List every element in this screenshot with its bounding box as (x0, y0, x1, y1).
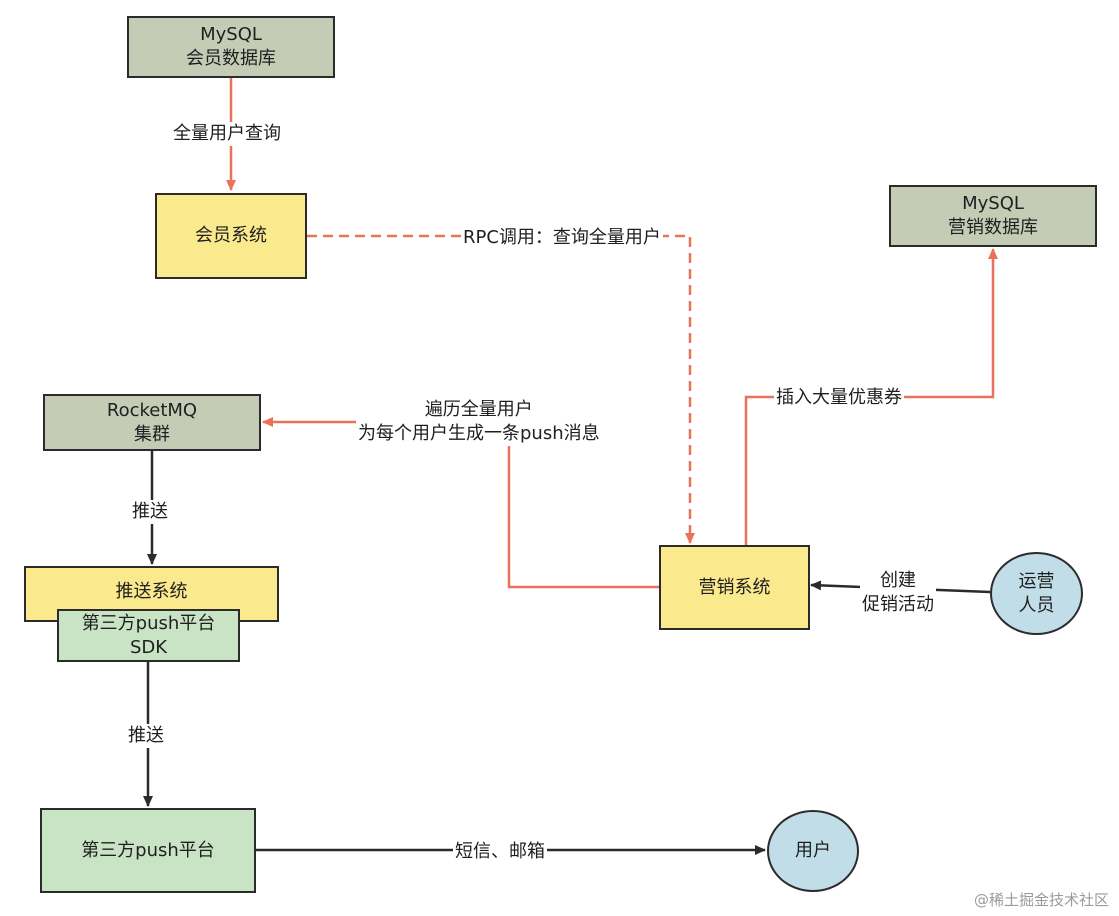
push-platform: 第三方push平台 (40, 808, 256, 893)
label-full-query: 全量用户查询 (171, 122, 283, 146)
operator-line2: 人员 (1018, 594, 1055, 616)
label-push-2: 推送 (126, 724, 166, 748)
mysql-marketing-db-line1: MySQL (962, 193, 1024, 214)
label-create-promotion: 创建 促销活动 (860, 569, 936, 617)
label-rpc-call: RPC调用：查询全量用户 (461, 226, 663, 250)
push-sdk-line1: 第三方push平台 (81, 612, 216, 634)
user-label: 用户 (795, 840, 831, 861)
rocketmq-cluster: RocketMQ 集群 (43, 394, 261, 451)
label-traverse-users: 遍历全量用户 为每个用户生成一条push消息 (356, 398, 602, 446)
watermark: @稀土掘金技术社区 (973, 891, 1109, 909)
push-sdk-line2: SDK (129, 636, 168, 658)
mysql-member-db: MySQL 会员数据库 (127, 16, 335, 78)
rocketmq-cluster-line1: RocketMQ (106, 399, 198, 421)
label-traverse-line1: 遍历全量用户 (424, 399, 533, 420)
edge-traverse-users (262, 417, 659, 589)
member-system-label: 会员系统 (195, 225, 267, 246)
marketing-system: 营销系统 (659, 545, 810, 630)
operator-line1: 运营 (1018, 570, 1055, 592)
rocketmq-cluster-line2: 集群 (134, 423, 170, 445)
mysql-marketing-db-line2: 营销数据库 (948, 217, 1038, 238)
operator-node: 运营 人员 (990, 552, 1083, 635)
edge-rpc-call (307, 234, 695, 544)
label-insert-coupons: 插入大量优惠券 (774, 386, 904, 410)
push-system-label: 推送系统 (115, 581, 188, 602)
mysql-member-db-line1: MySQL (200, 24, 262, 45)
mysql-marketing-db: MySQL 营销数据库 (889, 185, 1097, 247)
label-traverse-line2: 为每个用户生成一条push消息 (358, 423, 600, 444)
mysql-member-db-line2: 会员数据库 (186, 48, 276, 69)
label-push-1: 推送 (130, 500, 170, 524)
member-system: 会员系统 (155, 193, 307, 279)
user-node: 用户 (767, 810, 859, 892)
marketing-system-label: 营销系统 (698, 576, 771, 598)
label-create-line2: 促销活动 (862, 594, 934, 615)
push-sdk: 第三方push平台 SDK (57, 609, 240, 662)
push-platform-label: 第三方push平台 (81, 839, 215, 861)
label-create-line1: 创建 (880, 570, 916, 591)
label-sms-email: 短信、邮箱 (453, 840, 547, 864)
